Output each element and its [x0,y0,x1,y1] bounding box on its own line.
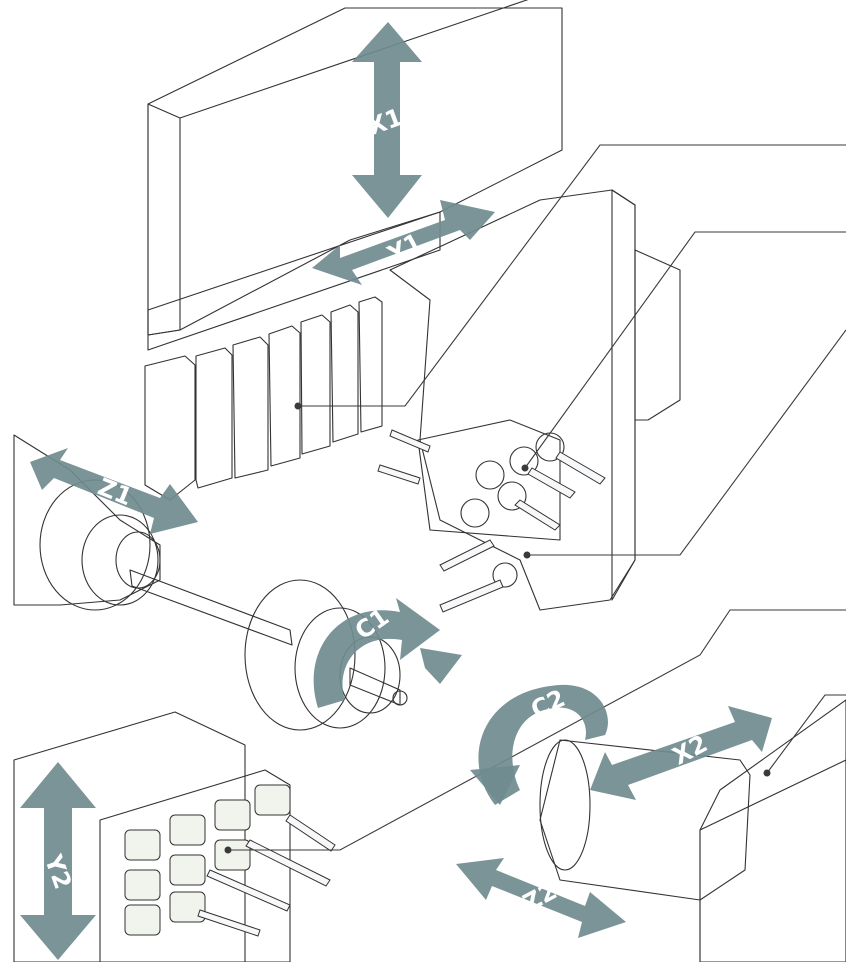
axis-arrow-c1: C1 [313,598,462,708]
leader-lines [224,144,846,854]
gang-tool-holders [144,296,383,501]
lower-tool-holders [124,784,291,936]
axis-arrow-y2: Y2 [20,762,96,960]
axis-arrow-z1: Z1 [30,448,198,534]
axis-arrow-y1: Y1 [312,200,495,285]
axis-arrow-z2: Z2 [456,858,626,938]
drill-bits-lower [197,814,336,937]
axis-arrow-x1: X1 [352,22,422,218]
lower-tool-block [13,711,336,962]
radial-tool-holders [460,432,565,588]
axis-arrow-x2: X2 [590,706,772,800]
axis-arrow-c2: C2 [470,684,608,805]
gang-tool-slide [144,0,681,613]
sub-spindle [539,699,846,962]
drill-bits-upper [377,429,606,613]
